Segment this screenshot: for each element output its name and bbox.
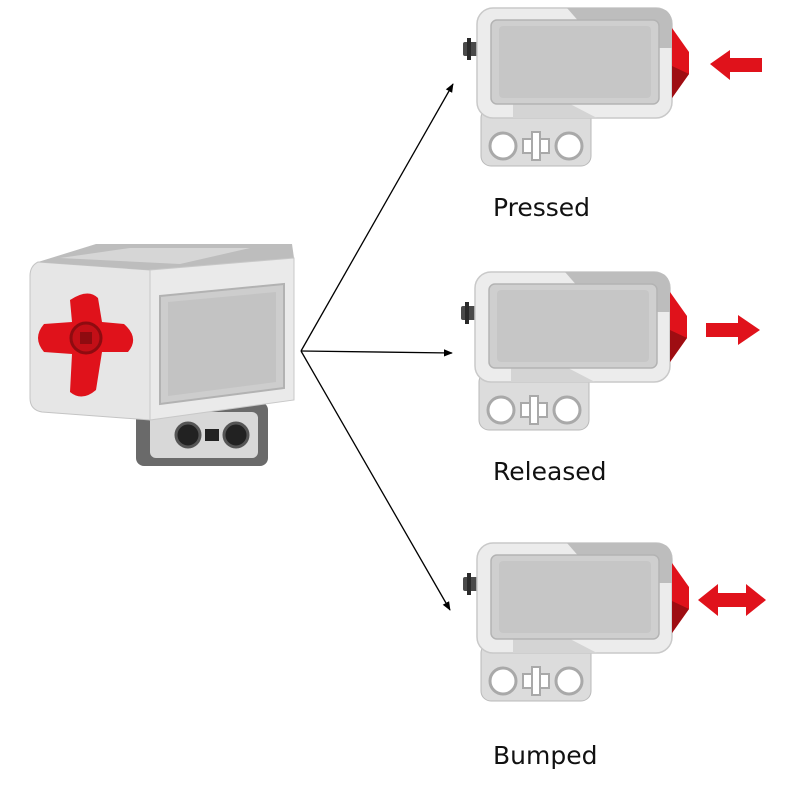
- arrow-left-icon: [710, 50, 762, 80]
- sensor-side-released: [459, 270, 689, 432]
- connector-bumped: [300, 350, 451, 611]
- sensor-side-bumped: [461, 541, 691, 703]
- state-label-pressed: Pressed: [493, 193, 591, 222]
- state-connectors: [300, 83, 454, 611]
- double-arrow-icon: [698, 584, 766, 616]
- connector-pressed: [300, 83, 454, 352]
- sensor-side-pressed: [461, 6, 691, 168]
- arrow-right-icon: [706, 315, 760, 345]
- state-label-released: Released: [493, 457, 607, 486]
- connector-released: [300, 349, 453, 357]
- touch-sensor-main: [29, 244, 295, 466]
- state-label-bumped: Bumped: [493, 741, 598, 770]
